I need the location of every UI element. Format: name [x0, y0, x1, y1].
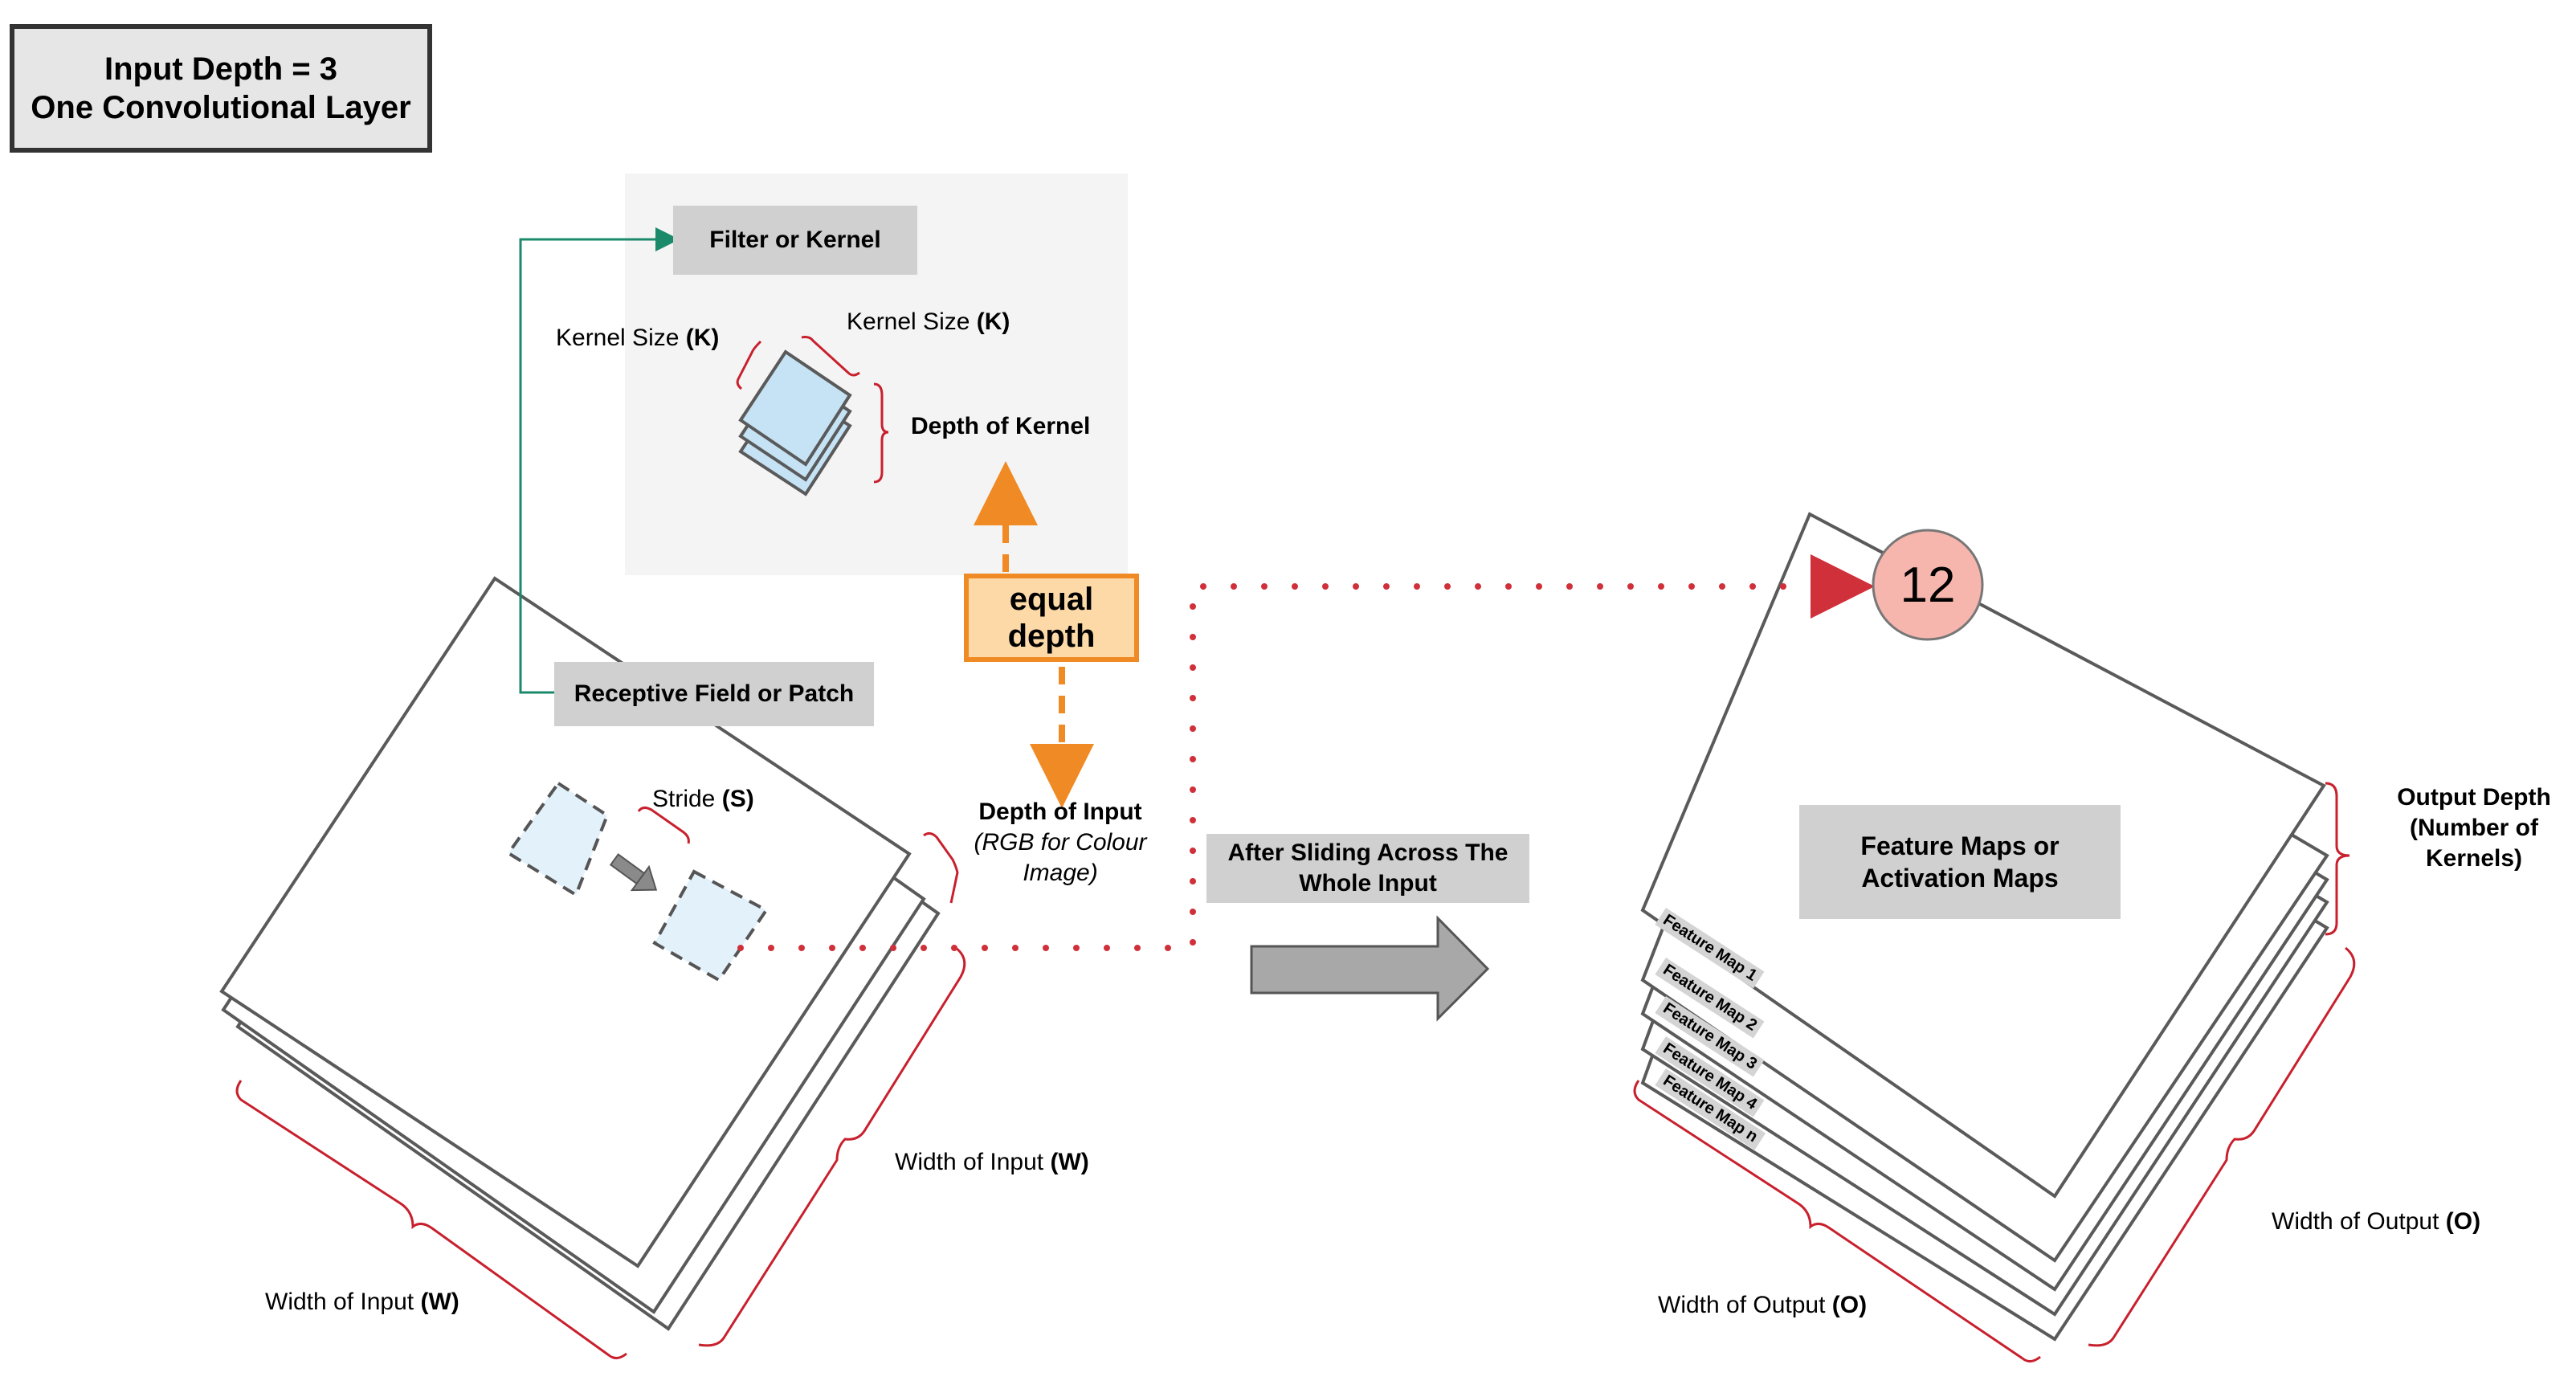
bracket-input-depth — [923, 831, 959, 904]
output-width-right-label: Width of Output (O) — [2272, 1208, 2480, 1236]
kernel-size-right-symbol: (K) — [976, 308, 1010, 335]
equal-depth-line-1: equal — [1009, 582, 1094, 617]
bracket-kernel-size-left — [736, 340, 762, 390]
kernel-size-left-label: Kernel Size (K) — [556, 325, 719, 352]
input-width-right-symbol: (W) — [1050, 1149, 1089, 1175]
feature-maps-line-2: Activation Maps — [1861, 864, 2059, 893]
transition-line-2: Whole Input — [1299, 870, 1437, 897]
patch-start — [506, 781, 610, 897]
transition-line-1: After Sliding Across The — [1227, 839, 1508, 866]
kernel-size-left-text: Kernel Size — [556, 325, 680, 351]
result-circle — [1872, 529, 1984, 641]
output-width-right-symbol: (O) — [2445, 1208, 2481, 1235]
receptive-field-label: Receptive Field or Patch — [554, 662, 874, 726]
output-width-right-text: Width of Output — [2272, 1208, 2439, 1235]
depth-of-input-label: Depth of Input (RGB for Colour Image) — [948, 797, 1173, 888]
input-width-right-text: Width of Input — [895, 1149, 1044, 1175]
feature-maps-label: Feature Maps or Activation Maps — [1799, 805, 2121, 919]
input-volume — [219, 576, 941, 1331]
kernel-size-right-text: Kernel Size — [847, 308, 970, 335]
transition-label: After Sliding Across The Whole Input — [1206, 834, 1529, 903]
input-width-right-label: Width of Input (W) — [895, 1149, 1089, 1176]
bracket-output-width-left — [1633, 1080, 2041, 1362]
depth-of-input-title: Depth of Input — [978, 799, 1142, 825]
filter-kernel-label: Filter or Kernel — [673, 206, 917, 275]
output-volume — [1640, 512, 2329, 1342]
input-width-left-label: Width of Input (W) — [265, 1289, 459, 1316]
stride-text: Stride — [652, 786, 716, 812]
equal-depth-line-2: depth — [1007, 619, 1096, 654]
kernel-size-left-symbol: (K) — [685, 325, 720, 351]
title-line-2: One Convolutional Layer — [31, 90, 411, 125]
input-width-left-symbol: (W) — [420, 1289, 459, 1315]
result-value: 12 — [1900, 557, 1956, 613]
output-depth-line-1: Output Depth — [2397, 784, 2551, 811]
transition-arrow — [1250, 915, 1490, 1022]
input-width-left-text: Width of Input — [265, 1289, 414, 1315]
dimension-brackets — [235, 336, 2356, 1362]
output-width-left-label: Width of Output (O) — [1658, 1292, 1867, 1319]
bracket-output-width-right — [2088, 946, 2356, 1347]
bracket-input-width-right — [698, 946, 966, 1347]
bracket-output-depth — [2325, 782, 2350, 936]
input-layer-1 — [219, 576, 912, 1268]
stride-symbol: (S) — [721, 786, 754, 812]
teal-arrow — [519, 227, 680, 694]
bracket-kernel-size-right — [801, 336, 860, 377]
stride-label: Stride (S) — [652, 786, 754, 813]
depth-of-kernel-label: Depth of Kernel — [911, 413, 1091, 439]
kernel-volume — [738, 349, 852, 496]
output-width-left-text: Width of Output — [1658, 1292, 1826, 1318]
bracket-kernel-depth — [873, 382, 889, 484]
depth-of-input-note-1: (RGB for Colour — [974, 829, 1147, 856]
output-depth-line-3: Kernels) — [2425, 845, 2523, 872]
output-depth-line-2: (Number of — [2410, 815, 2538, 841]
feature-maps-line-1: Feature Maps or — [1860, 831, 2060, 860]
title-box: Input Depth = 3 One Convolutional Layer — [10, 24, 432, 153]
kernel-size-right-label: Kernel Size (K) — [847, 308, 1010, 336]
stride-arrow — [609, 853, 658, 892]
kernel-layer-1 — [738, 349, 852, 467]
output-width-left-symbol: (O) — [1831, 1292, 1868, 1318]
bracket-input-width-left — [235, 1080, 627, 1359]
bracket-stride — [637, 806, 690, 844]
title-line-1: Input Depth = 3 — [104, 51, 337, 87]
depth-of-input-note-2: Image) — [1023, 860, 1098, 886]
patch-end — [652, 869, 769, 982]
equal-depth-box: equal depth — [964, 574, 1139, 662]
output-depth-label: Output Depth (Number of Kernels) — [2378, 782, 2570, 874]
